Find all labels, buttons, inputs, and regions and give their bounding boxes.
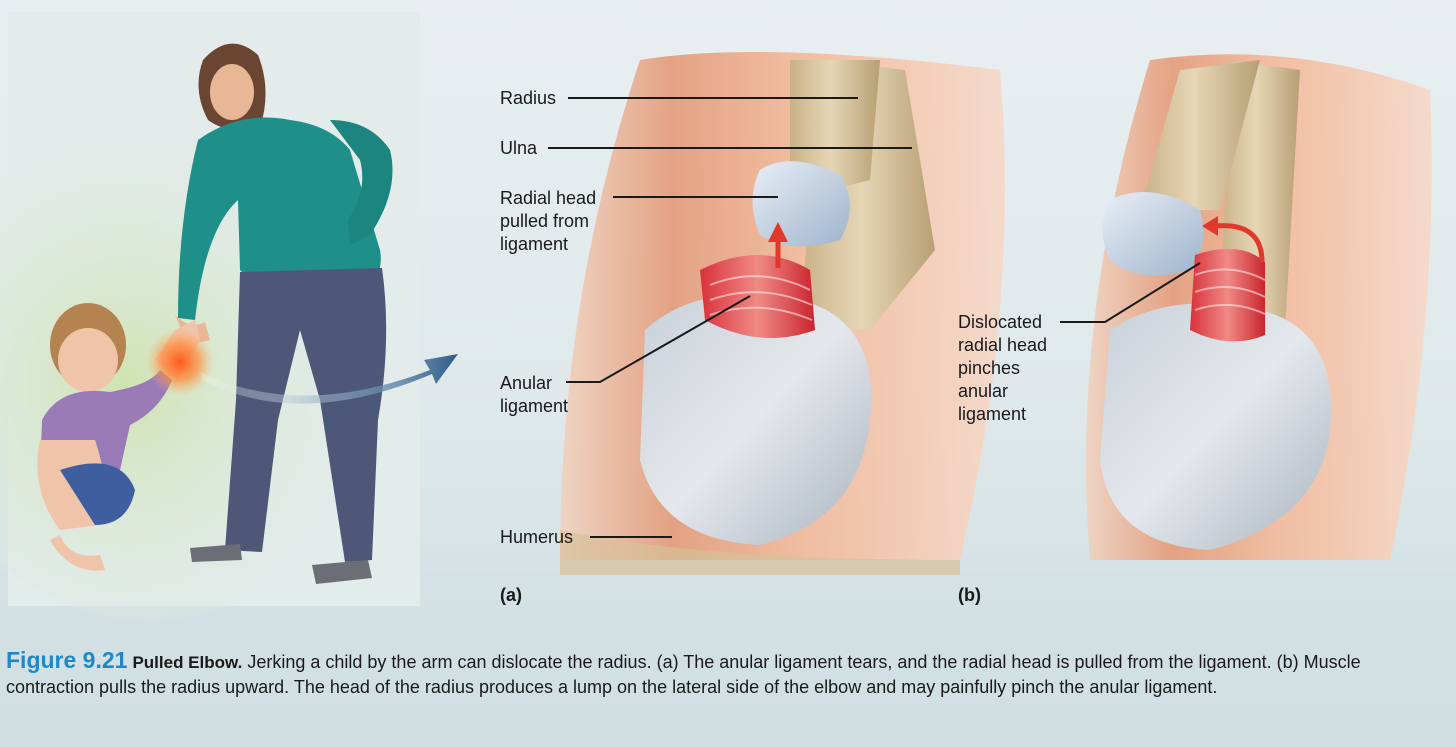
panel-a-letter: (a) — [500, 585, 522, 606]
label-anular-ligament: Anular ligament — [500, 372, 568, 418]
label-humerus: Humerus — [500, 526, 573, 549]
figure-caption: Figure 9.21 Pulled Elbow. Jerking a chil… — [6, 648, 1450, 700]
figure-number: Figure 9.21 — [6, 647, 127, 673]
figure-title: Pulled Elbow. — [132, 653, 242, 672]
anular-ligament-a — [700, 255, 815, 338]
pain-glow — [146, 328, 214, 396]
anular-ligament-b — [1190, 249, 1265, 342]
label-radius: Radius — [500, 87, 556, 110]
panel-b-illustration — [1086, 54, 1432, 560]
illustration — [0, 0, 1456, 640]
label-dislocated-radial-head: Dislocated radial head pinches anular li… — [958, 311, 1047, 426]
radial-head-a — [753, 161, 851, 246]
label-radial-head: Radial head pulled from ligament — [500, 187, 596, 256]
radial-head-b — [1103, 192, 1204, 276]
child-scene — [0, 12, 458, 620]
label-ulna: Ulna — [500, 137, 537, 160]
panel-b-letter: (b) — [958, 585, 981, 606]
panel-a-illustration — [560, 52, 1005, 575]
